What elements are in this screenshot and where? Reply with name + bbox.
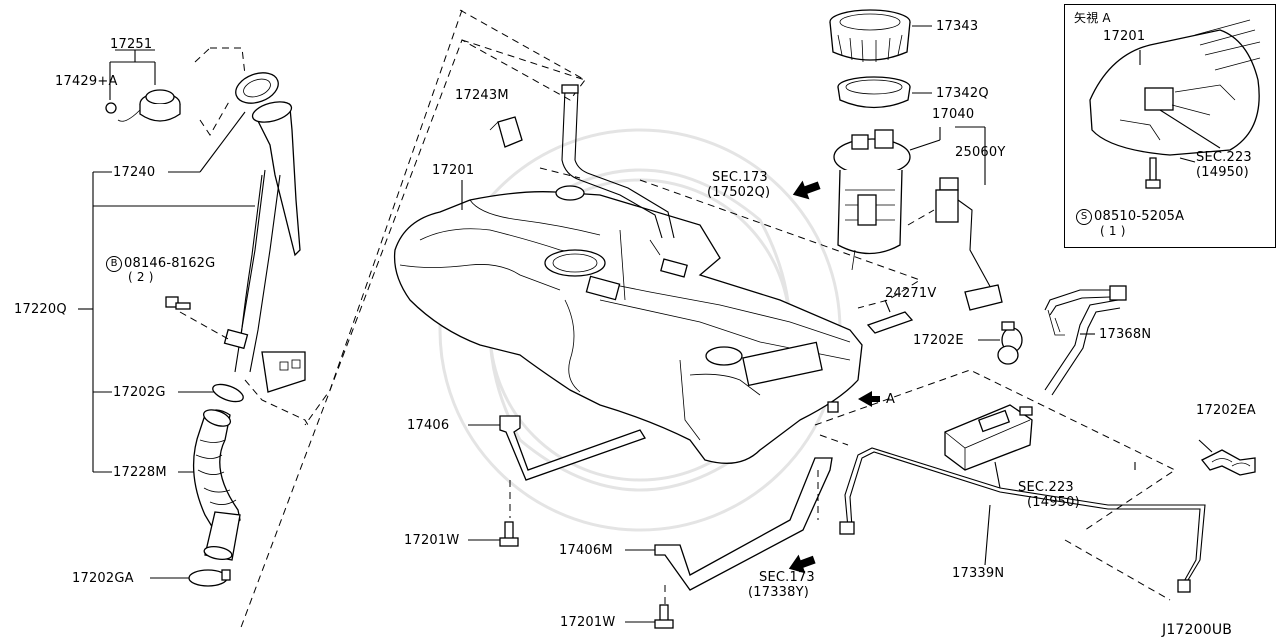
inset-view-a-drawing — [1089, 19, 1261, 189]
strap-17406-part — [499, 415, 646, 481]
arrow-sec173-pump-icon — [792, 180, 821, 200]
label-17202ga: 17202GA — [72, 571, 134, 586]
label-17406m: 17406M — [559, 543, 613, 558]
line-17339n-part — [839, 447, 1206, 593]
gasket-17342q-part — [837, 76, 911, 109]
clamp-17202ea-part — [1200, 449, 1256, 476]
inset-label-17201: 17201 — [1103, 29, 1146, 44]
label-25060y: 25060Y — [955, 145, 1006, 160]
hose-17228m-part — [192, 409, 241, 561]
label-sec223-canister-ref: (14950) — [1027, 495, 1080, 510]
label-08146-qty: ( 2 ) — [128, 270, 154, 284]
label-17202g: 17202G — [113, 385, 166, 400]
label-sec173-line: SEC.173 — [759, 570, 815, 585]
label-17343: 17343 — [936, 19, 979, 34]
inset-label-sec223-ref: (14950) — [1196, 165, 1249, 180]
filler-group-bracket — [78, 49, 255, 579]
label-sec173-pump-ref: (17502Q) — [707, 185, 771, 200]
filler-neck-ring — [235, 72, 279, 104]
hose-17368n-part — [1044, 285, 1127, 396]
inset-label-screw: 08510-5205A — [1094, 209, 1185, 224]
label-17429-a: 17429+A — [55, 74, 118, 89]
lock-ring-17343-part — [829, 9, 911, 63]
label-sec173-line-ref: (17338Y) — [748, 585, 810, 600]
bolt-17201w-b-part — [654, 604, 674, 629]
inset-label-screw-qty: ( 1 ) — [1100, 224, 1126, 238]
label-sec223-canister: SEC.223 — [1018, 480, 1074, 495]
label-17251: 17251 — [110, 37, 153, 52]
label-17406: 17406 — [407, 418, 450, 433]
diagram-code: J17200UB — [1162, 622, 1233, 638]
clamp-17202g-part — [212, 383, 244, 403]
label-17228m: 17228M — [113, 465, 167, 480]
fuel-tank-part — [393, 185, 863, 464]
label-17202e: 17202E — [913, 333, 964, 348]
sender-25060y-part — [935, 177, 1003, 311]
label-17240: 17240 — [113, 165, 156, 180]
label-17220q: 17220Q — [14, 302, 67, 317]
canister-sec223-part — [944, 404, 1033, 471]
bolt-b-marker: B — [106, 256, 122, 272]
vent-tube-part — [489, 84, 675, 239]
label-17040: 17040 — [932, 107, 975, 122]
label-17202ea: 17202EA — [1196, 403, 1256, 418]
filler-tube-part — [223, 101, 306, 393]
arrow-sec173-line-icon — [788, 554, 816, 574]
clamp-17202ga-part — [188, 569, 231, 587]
screw-s-marker: S — [1076, 209, 1092, 225]
filler-cap-part — [105, 89, 181, 122]
inset-title: 矢視 A — [1074, 11, 1111, 25]
label-17201w-lower: 17201W — [560, 615, 616, 630]
label-sec173-pump: SEC.173 — [712, 170, 768, 185]
strap-17406m-part — [654, 457, 833, 591]
label-17368n: 17368N — [1099, 327, 1152, 342]
bolt-17201w-a-part — [499, 521, 519, 547]
label-17342q: 17342Q — [936, 86, 989, 101]
label-17243m: 17243M — [455, 88, 509, 103]
clamp-17202e-part — [997, 321, 1023, 365]
label-24271v: 24271V — [885, 286, 937, 301]
label-17201w-upper: 17201W — [404, 533, 460, 548]
pad-24271v-part — [866, 311, 914, 334]
fuel-pump-17040-part — [833, 129, 911, 271]
view-a-arrow-icon — [858, 391, 880, 407]
label-17201: 17201 — [432, 163, 475, 178]
label-17339n: 17339N — [952, 566, 1005, 581]
inset-view-a-box — [1064, 4, 1276, 248]
bolt-08146-part — [165, 296, 191, 310]
inset-label-sec223: SEC.223 — [1196, 150, 1252, 165]
label-08146-8162g: 08146-8162G — [124, 256, 216, 271]
label-view-a: A — [886, 392, 896, 407]
